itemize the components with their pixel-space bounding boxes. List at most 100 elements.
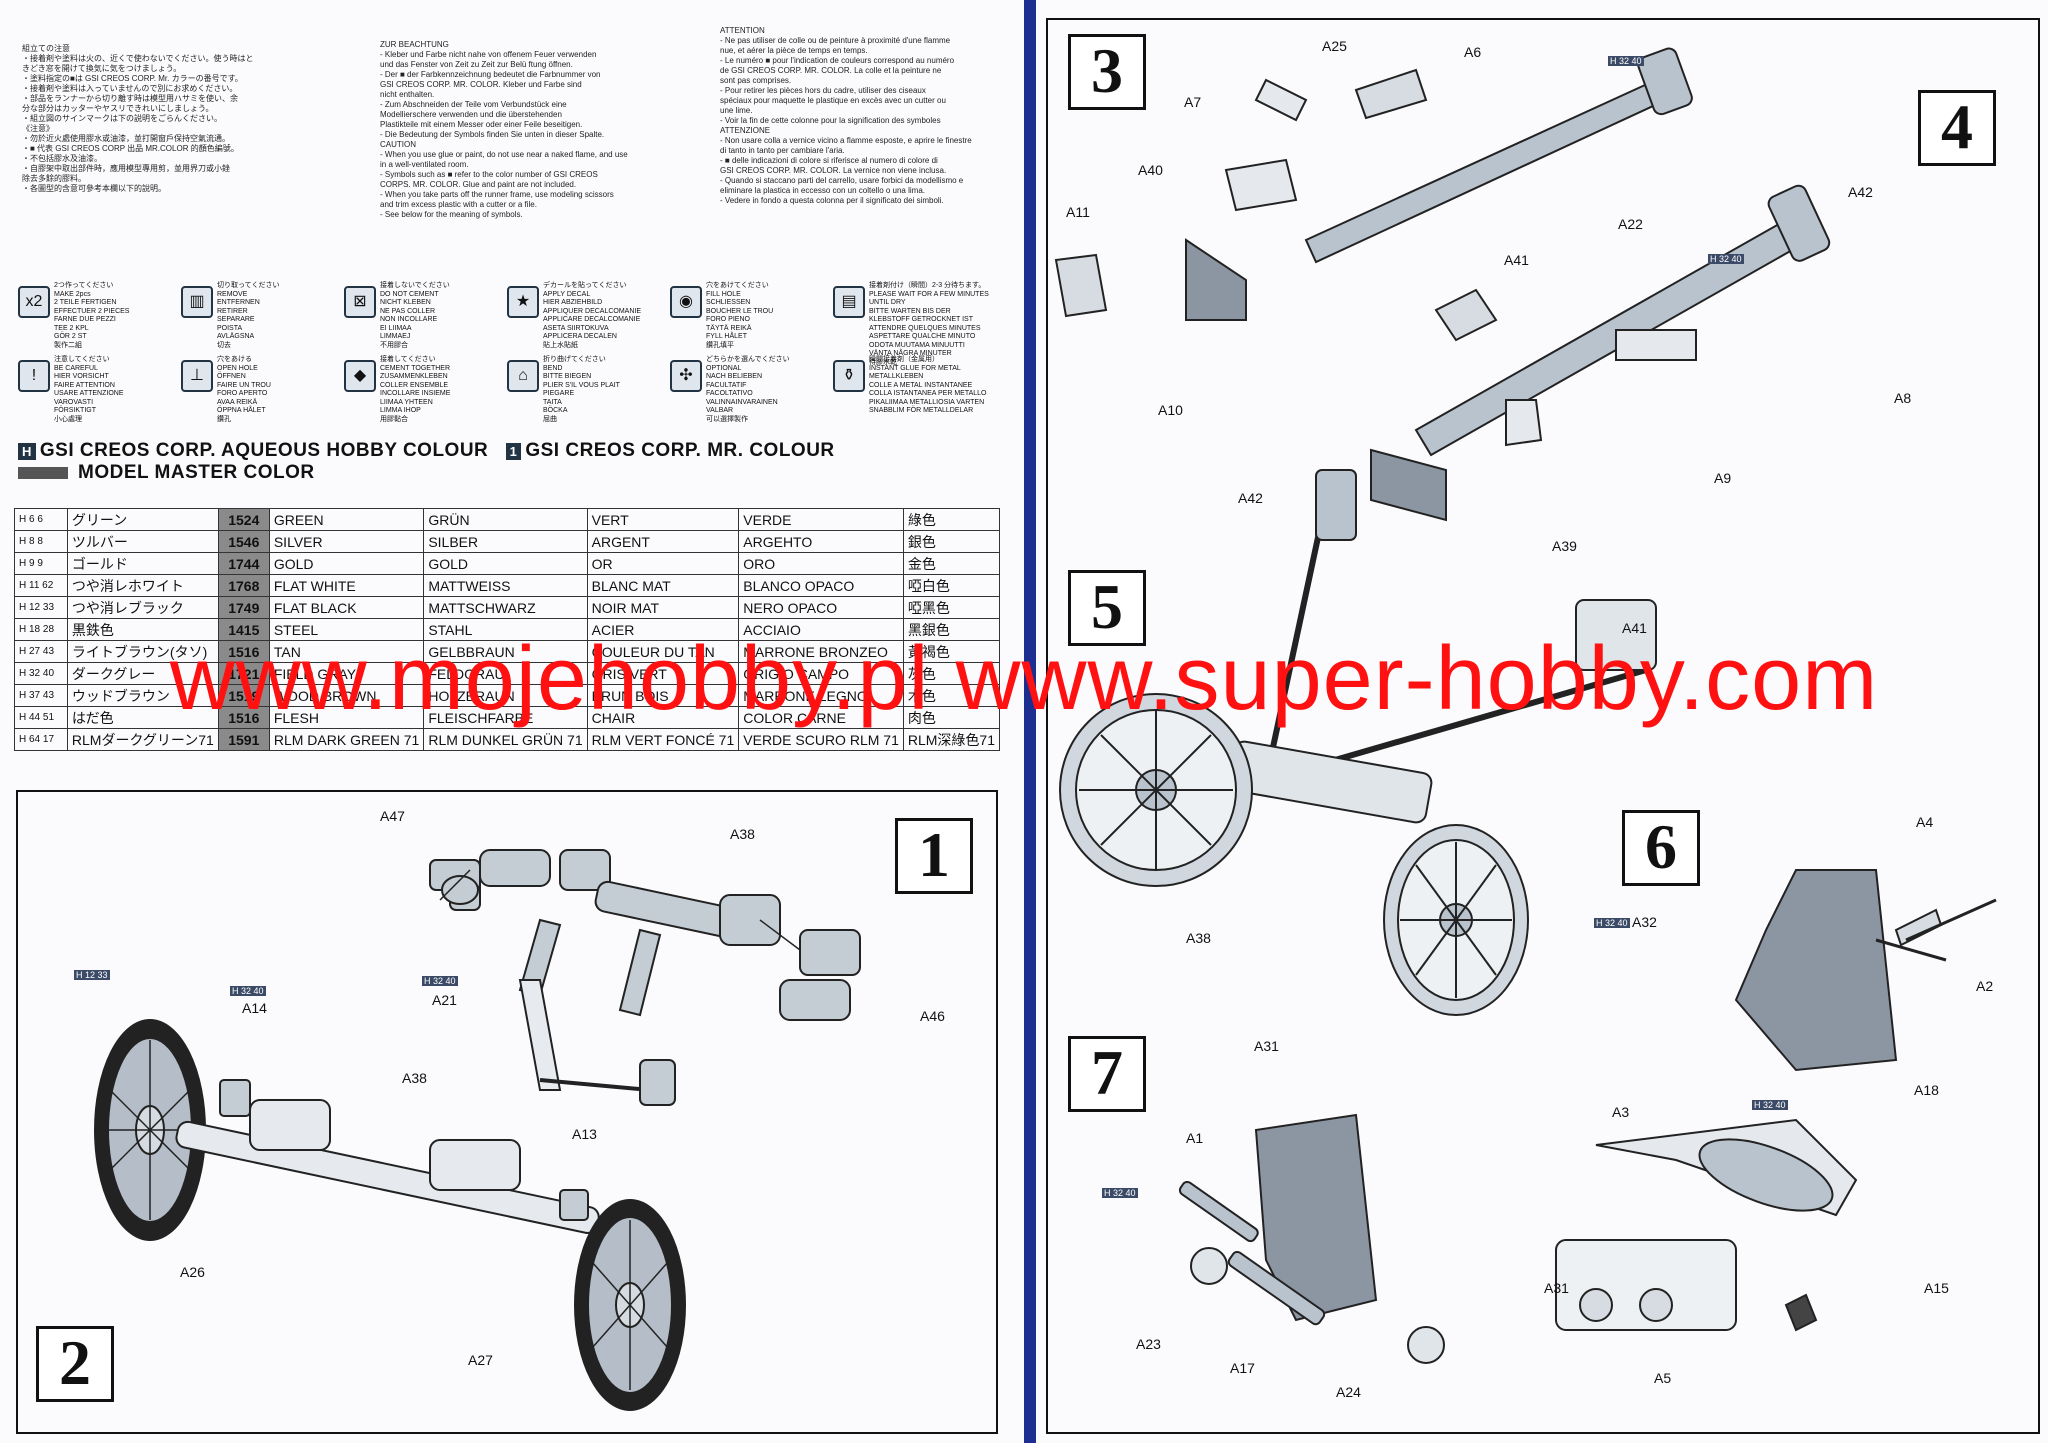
cell-num: 1546 [217,530,270,553]
step-6-number: 6 [1622,810,1700,886]
cell-de: HOLZBRAUN [423,684,588,707]
note-line: in a well-ventilated room. [380,160,469,169]
cell-en: GREEN [268,508,425,531]
note-line: sont pas comprises. [720,76,792,85]
part-label: A7 [1184,94,1202,110]
cell-en: RLM DARK GREEN 71 [268,728,425,751]
hobby-tag: H [18,443,36,460]
cell-de: GRÜN [423,508,588,531]
note-line: nue, et aérer la pièce de temps en temps… [720,46,868,55]
cell-de: MATTWEISS [423,574,588,597]
cell-de: RLM DUNKEL GRÜN 71 [423,728,588,751]
part-label: A11 [1066,204,1090,220]
note-line: ・塗料指定の■は GSI CREOS CORP. Mr. カラーの番号です。 [22,74,243,83]
cell-en: GOLD [268,552,425,575]
cell-en: SILVER [268,530,425,553]
cell-num: 1524 [217,508,270,531]
part-label: A2 [1976,978,1994,994]
part-label: A18 [1914,1082,1939,1098]
note-line: - ■ delle indicazioni di colore si rifer… [720,156,938,165]
cell-jp: はだ色 [66,706,219,729]
paint-callout-step4: H 32 40 [1708,254,1744,264]
cell-en: FLAT BLACK [268,596,425,619]
notes-french-italian: ATTENTION- Ne pas utiliser de colle ou d… [720,26,972,206]
step-5-number: 5 [1068,570,1146,646]
note-line: spéciaux pour maquette le plastique en e… [720,96,946,105]
cell-jp: RLMダークグリーン71 [66,728,219,751]
cell-en: FLAT WHITE [268,574,425,597]
steps-1-2-drawing [94,849,861,1411]
part-label: A8 [1894,390,1912,406]
cell-jp: ツルバー [66,530,219,553]
cell-it: COLOR CARNE [738,706,904,729]
note-line: and trim excess plastic with a cutter or… [380,200,537,209]
hobby-label: GSI CREOS CORP. AQUEOUS HOBBY COLOUR [39,440,489,461]
paint-callout-a21: H 32 40 [422,976,458,986]
symbol-icon: ◆ [344,360,376,392]
notes-japanese: 組立ての注意・接着剤や塗料は火の、近くで使わないでください。使う時はときどき窓を… [22,44,254,194]
part-label: A42 [1848,184,1873,200]
note-line: de GSI CREOS CORP. MR. COLOR. La colle e… [720,66,942,75]
paint-callout-a14: H 32 40 [230,986,266,996]
steps-1-2-frame [16,790,998,1434]
note-line: - Der ■ der Farbkennzeichnung bedeutet d… [380,70,601,79]
part-label: A31 [1254,1038,1279,1054]
part-label: A13 [572,1126,597,1142]
part-label: A27 [468,1352,493,1368]
note-line: eliminare la plastica in eccesso con un … [720,186,925,195]
part-label: A17 [1230,1360,1255,1376]
note-line: ・接着剤や塗料は入っていませんので別にお求めください。 [22,84,238,93]
part-label: A47 [380,808,405,824]
cell-fr: VERT [586,508,740,531]
part-label: A22 [1618,216,1643,232]
note-line: di tanto in tanto per cambiare l'aria. [720,146,845,155]
symbol-text: 接着剤付け（瞬間）2-3 分待ちます。PLEASE WAIT FOR A FEW… [869,282,989,366]
note-line: きどき窓を開けて換気に気をつけましょう。 [22,64,182,73]
note-line: - Non usare colla a vernice vicino a fla… [720,136,972,145]
part-label: A24 [1336,1384,1361,1400]
paint-callout-step3: H 32 40 [1608,56,1644,66]
step-7-number: 7 [1068,1036,1146,1112]
right-page: 3 4 5 6 7 [1036,0,2048,1443]
part-label: A23 [1136,1336,1161,1352]
symbol-icon: ⚱ [833,360,865,392]
symbol-icon: ⊥ [181,360,213,392]
mr-label: GSI CREOS CORP. MR. COLOUR [525,440,835,461]
part-label: A4 [1916,814,1934,830]
watermark: www.mojehobby.pl www.super-hobby.com [169,629,1879,729]
part-label: A26 [180,1264,205,1280]
part-label: A32 [1632,914,1657,930]
cell-num: 1721 [217,662,270,685]
note-line: - Ne pas utiliser de colle ou de peintur… [720,36,951,45]
note-line: ・各圖型的含意可參考本欄以下的說明。 [22,184,166,193]
mm-label: MODEL MASTER COLOR [78,462,315,483]
symbol-icon: ▤ [833,286,865,318]
notes-german-english: ZUR BEACHTUNG- Kleber und Farbe nicht na… [380,40,628,220]
note-line: ・勿於近火處使用膠水或油漆，並打開窗戶保持空氣流通。 [22,134,230,143]
part-label: A38 [402,1070,427,1086]
note-line: Plastikteile mit einem Messer oder einer… [380,120,583,129]
note-line: ・■ 代表 GSI CREOS CORP 出品 MR.COLOR 的顏色編號。 [22,144,239,153]
model-master-swatch [18,466,68,479]
symbol-entry: ▤接着剤付け（瞬間）2-3 分待ちます。PLEASE WAIT FOR A FE… [833,282,993,366]
note-line: - Vedere in fondo a questa colonna per i… [720,196,944,205]
note-line: - When you take parts off the runner fra… [380,190,614,199]
paint-callout-step7b: H 32 40 [1752,1100,1788,1110]
cell-cn: RLM深綠色71 [902,728,1001,751]
part-label: A41 [1622,620,1647,636]
